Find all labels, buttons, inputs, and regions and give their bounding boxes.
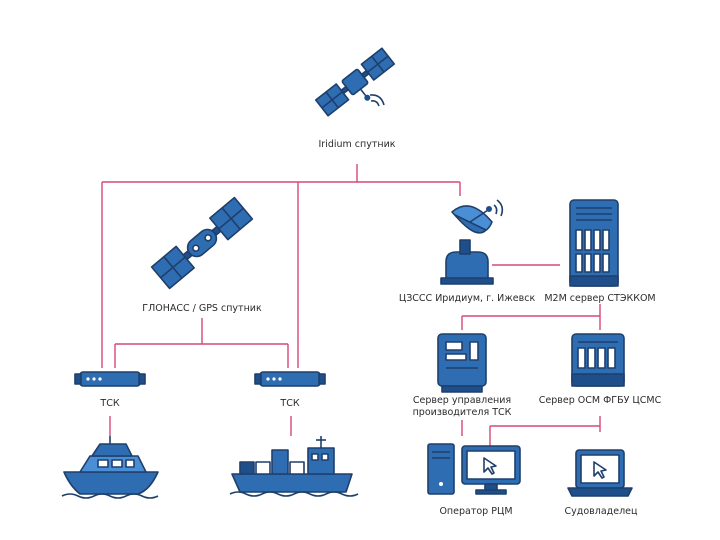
laptop-icon <box>567 449 633 497</box>
osm-server-label: Сервер ОСМ ФГБУ ЦСМС <box>538 395 662 406</box>
wire-m2m-servers <box>461 304 601 330</box>
m2m-server-label: M2M сервер СТЭККОМ <box>544 293 656 304</box>
tsk-left-tracker-icon <box>74 371 146 387</box>
iridium-satellite-label: Iridium спутник <box>318 139 396 150</box>
tsk-right-tracker-icon <box>254 371 326 387</box>
tsk-right-label: ТСК <box>280 398 300 409</box>
glonass-satellite-label: ГЛОНАСС / GPS спутник <box>142 303 262 314</box>
desktop-computer-icon <box>427 443 521 495</box>
wire-iridium-bus <box>101 164 461 368</box>
satellite-dish-icon <box>440 199 504 285</box>
manufacturer-server-label: Сервер управления производителя ТСК <box>412 395 512 418</box>
glonass-satellite-icon <box>150 196 254 290</box>
manufacturer-server-icon <box>437 333 487 393</box>
osm-server-icon <box>571 333 625 387</box>
iridium-station-label: ЦЗССС Иридиум, г. Ижевск <box>398 293 536 304</box>
connection-lines <box>101 164 601 446</box>
rcm-operator-label: Оператор РЦМ <box>439 506 513 517</box>
iridium-satellite-icon <box>314 47 396 117</box>
wire-glonass-bus <box>114 318 289 368</box>
signal-waves-icon <box>369 94 385 107</box>
yacht-icon <box>61 436 159 499</box>
cargo-ship-icon <box>229 436 359 497</box>
wire-osm-clients <box>489 416 601 446</box>
m2m-server-icon <box>569 199 619 287</box>
ship-owner-label: Судовладелец <box>564 506 638 517</box>
tsk-left-label: ТСК <box>100 398 120 409</box>
